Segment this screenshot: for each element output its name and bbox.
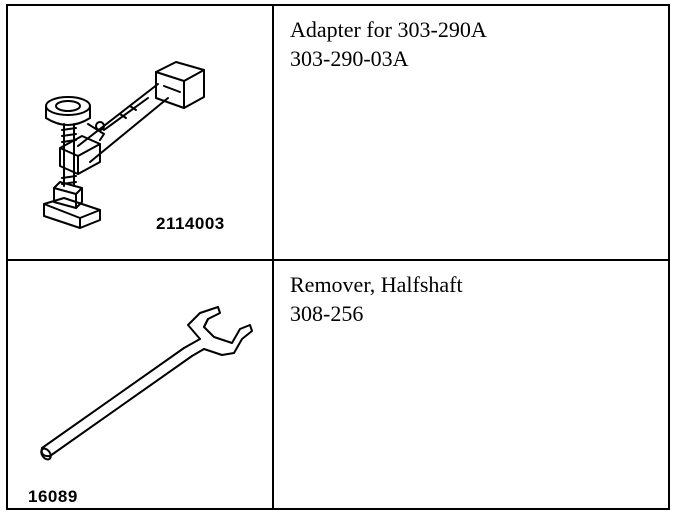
figure-number: 16089	[28, 487, 78, 506]
tool-illustration-cell: 2114003	[8, 6, 274, 259]
figure-number: 2114003	[156, 214, 225, 233]
tool-description-cell: Remover, Halfshaft 308-256	[274, 261, 668, 508]
adapter-tool-illustration	[43, 61, 205, 229]
special-tools-table: 2114003 Adapter for 303-290A 303-290-03A	[6, 4, 670, 510]
tool-number: 308-256	[290, 301, 364, 326]
tool-number: 303-290-03A	[290, 46, 409, 71]
tool-illustration-cell: 16089	[8, 261, 274, 508]
halfshaft-remover-illustration	[40, 306, 253, 461]
table-row: 2114003 Adapter for 303-290A 303-290-03A	[8, 6, 668, 261]
tool-name: Adapter for 303-290A	[290, 17, 487, 42]
tool-name: Remover, Halfshaft	[290, 272, 463, 297]
tool-description-cell: Adapter for 303-290A 303-290-03A	[274, 6, 668, 259]
table-row: 16089 Remover, Halfshaft 308-256	[8, 261, 668, 508]
